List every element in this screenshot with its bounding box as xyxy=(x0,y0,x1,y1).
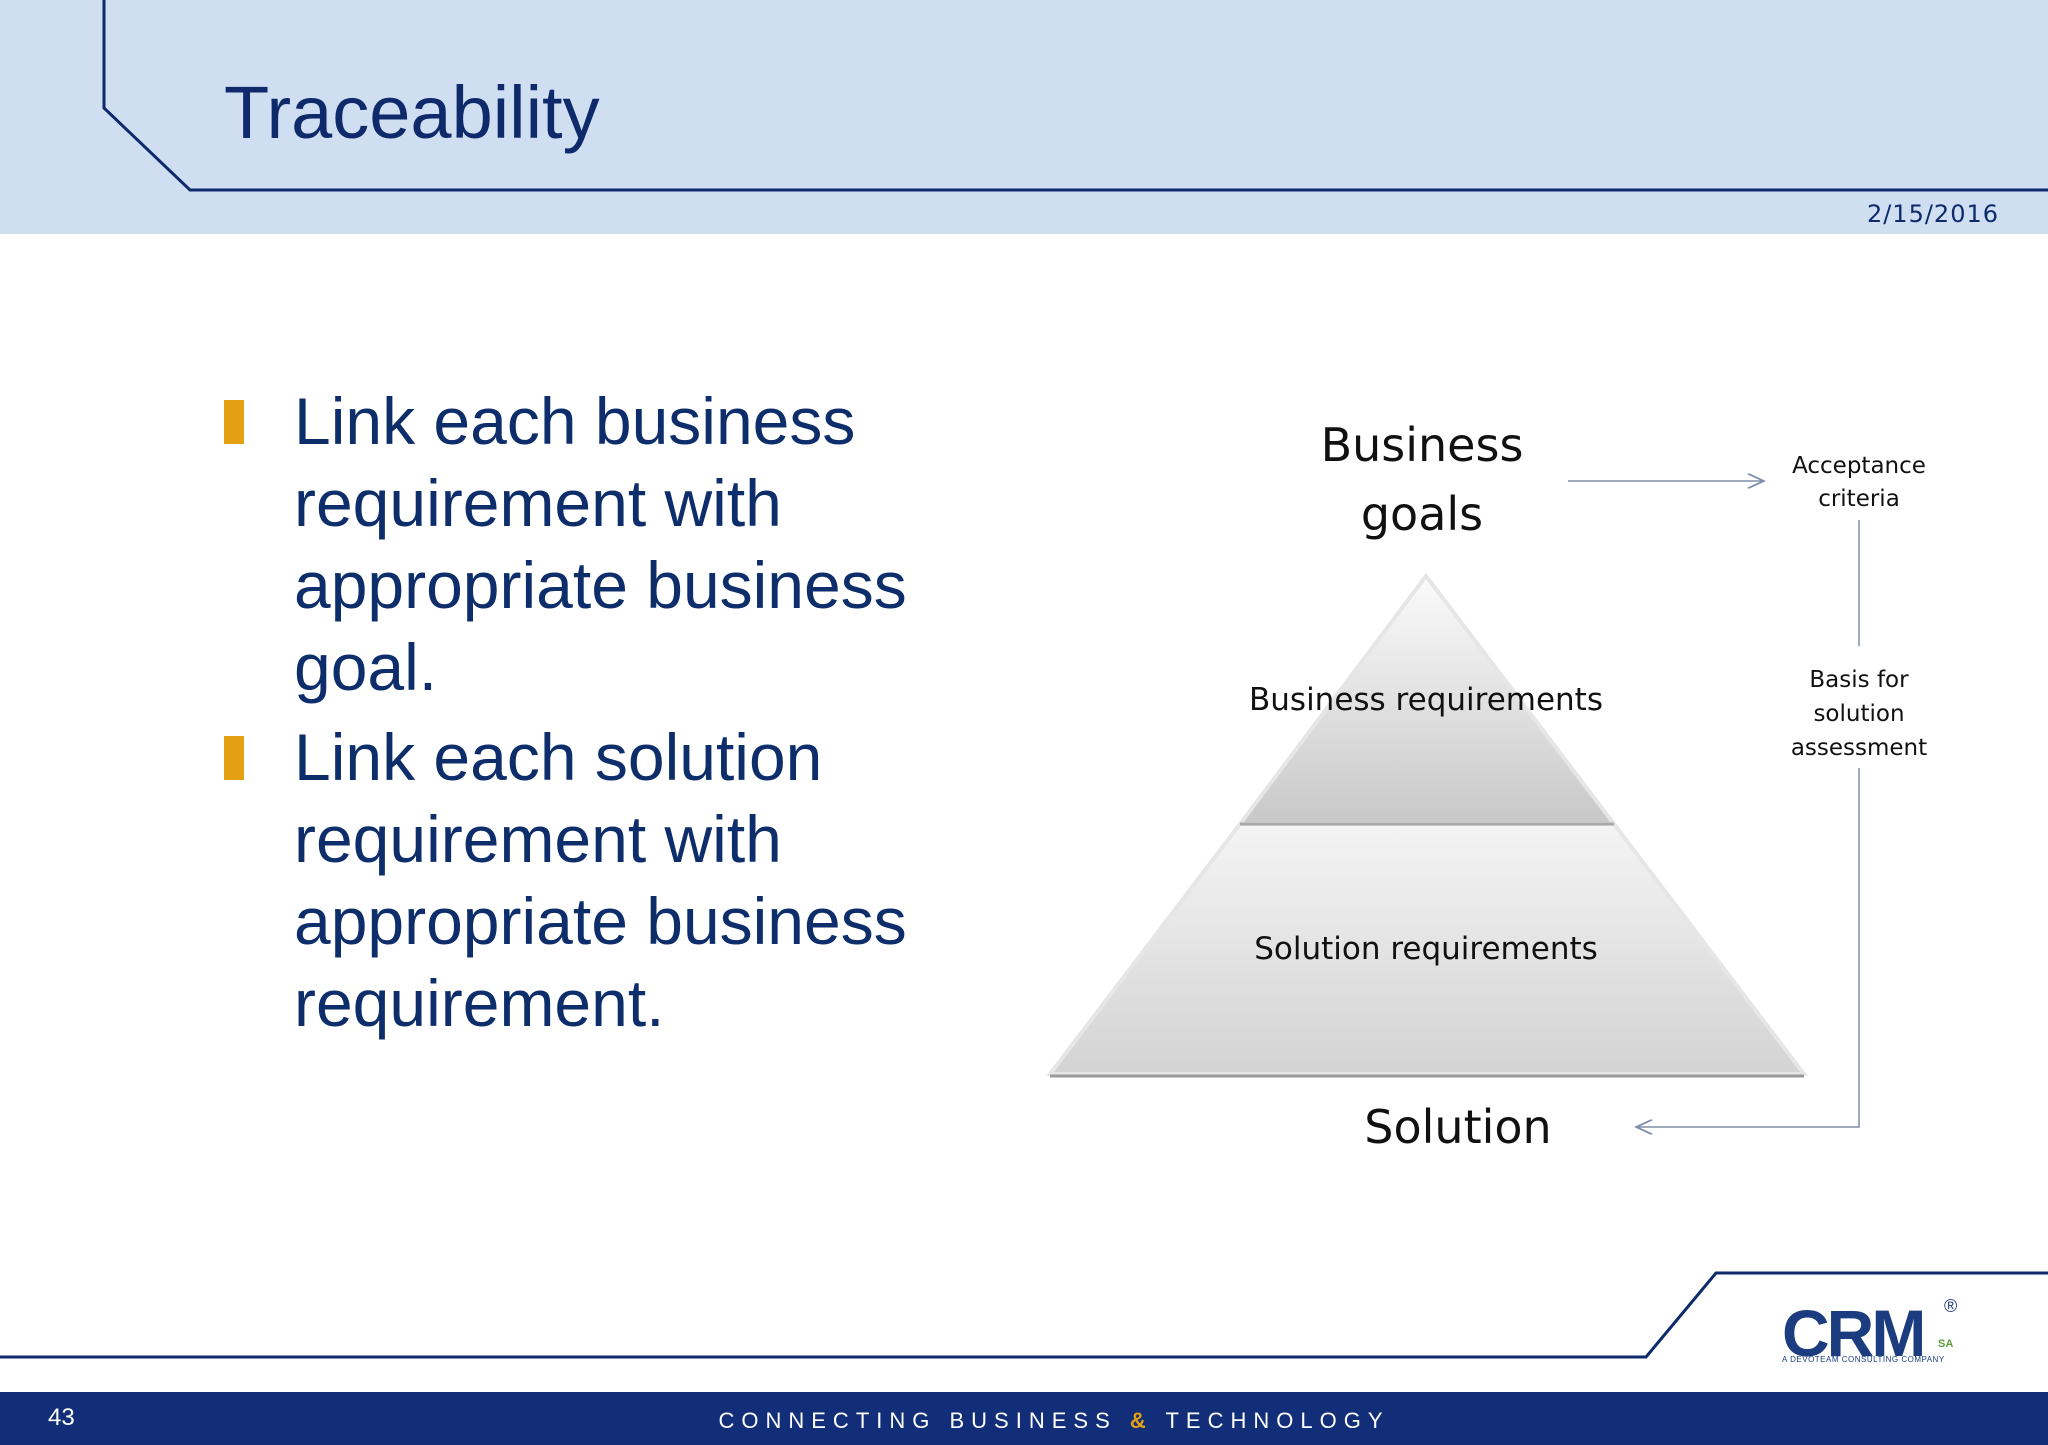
acceptance-criteria-label: Acceptance xyxy=(1792,453,1926,479)
traceability-diagram: Business goals Business requirements Sol… xyxy=(1045,418,1927,1154)
business-goals-label-line2: goals xyxy=(1361,487,1483,541)
page-number: 43 xyxy=(48,1404,75,1431)
basis-label: Basis for xyxy=(1809,667,1909,693)
logo-subtitle: A DEVOTEAM CONSULTING COMPANY xyxy=(1782,1355,1945,1364)
slide-date: 2/15/2016 xyxy=(1866,200,1999,228)
tagline-part1: CONNECTING BUSINESS xyxy=(718,1408,1130,1433)
footer-decoration xyxy=(0,1271,2048,1359)
logo-text: CRM xyxy=(1782,1296,1926,1370)
bullet-marker xyxy=(224,736,244,780)
bullet-list: Link each business requirement with appr… xyxy=(222,380,982,1052)
tagline-part2: TECHNOLOGY xyxy=(1152,1408,1390,1433)
business-requirements-label: Business requirements xyxy=(1249,682,1603,718)
solution-requirements-label: Solution requirements xyxy=(1254,931,1598,967)
basis-label-line2: solution xyxy=(1813,701,1904,727)
footer-band xyxy=(0,1392,2048,1445)
acceptance-criteria-label-line2: criteria xyxy=(1818,486,1900,512)
header-decoration xyxy=(102,0,2048,192)
slide-title: Traceability xyxy=(224,71,600,154)
basis-label-line3: assessment xyxy=(1791,735,1927,761)
logo-registered-mark: ® xyxy=(1944,1296,1958,1316)
header-band xyxy=(0,0,2048,234)
tagline-ampersand: & xyxy=(1129,1408,1153,1433)
solution-label: Solution xyxy=(1364,1100,1551,1154)
bullet-item: Link each business requirement with appr… xyxy=(222,380,982,708)
bullet-marker xyxy=(224,400,244,444)
bullet-text: Link each business requirement with appr… xyxy=(294,384,907,704)
bullet-item: Link each solution requirement with appr… xyxy=(222,716,982,1044)
bullet-text: Link each solution requirement with appr… xyxy=(294,720,907,1040)
footer-tagline: CONNECTING BUSINESS & TECHNOLOGY xyxy=(0,1408,2048,1434)
logo-sa: SA xyxy=(1938,1338,1954,1350)
business-goals-label: Business xyxy=(1321,418,1524,472)
basis-to-solution-arrow xyxy=(1636,768,1860,1127)
